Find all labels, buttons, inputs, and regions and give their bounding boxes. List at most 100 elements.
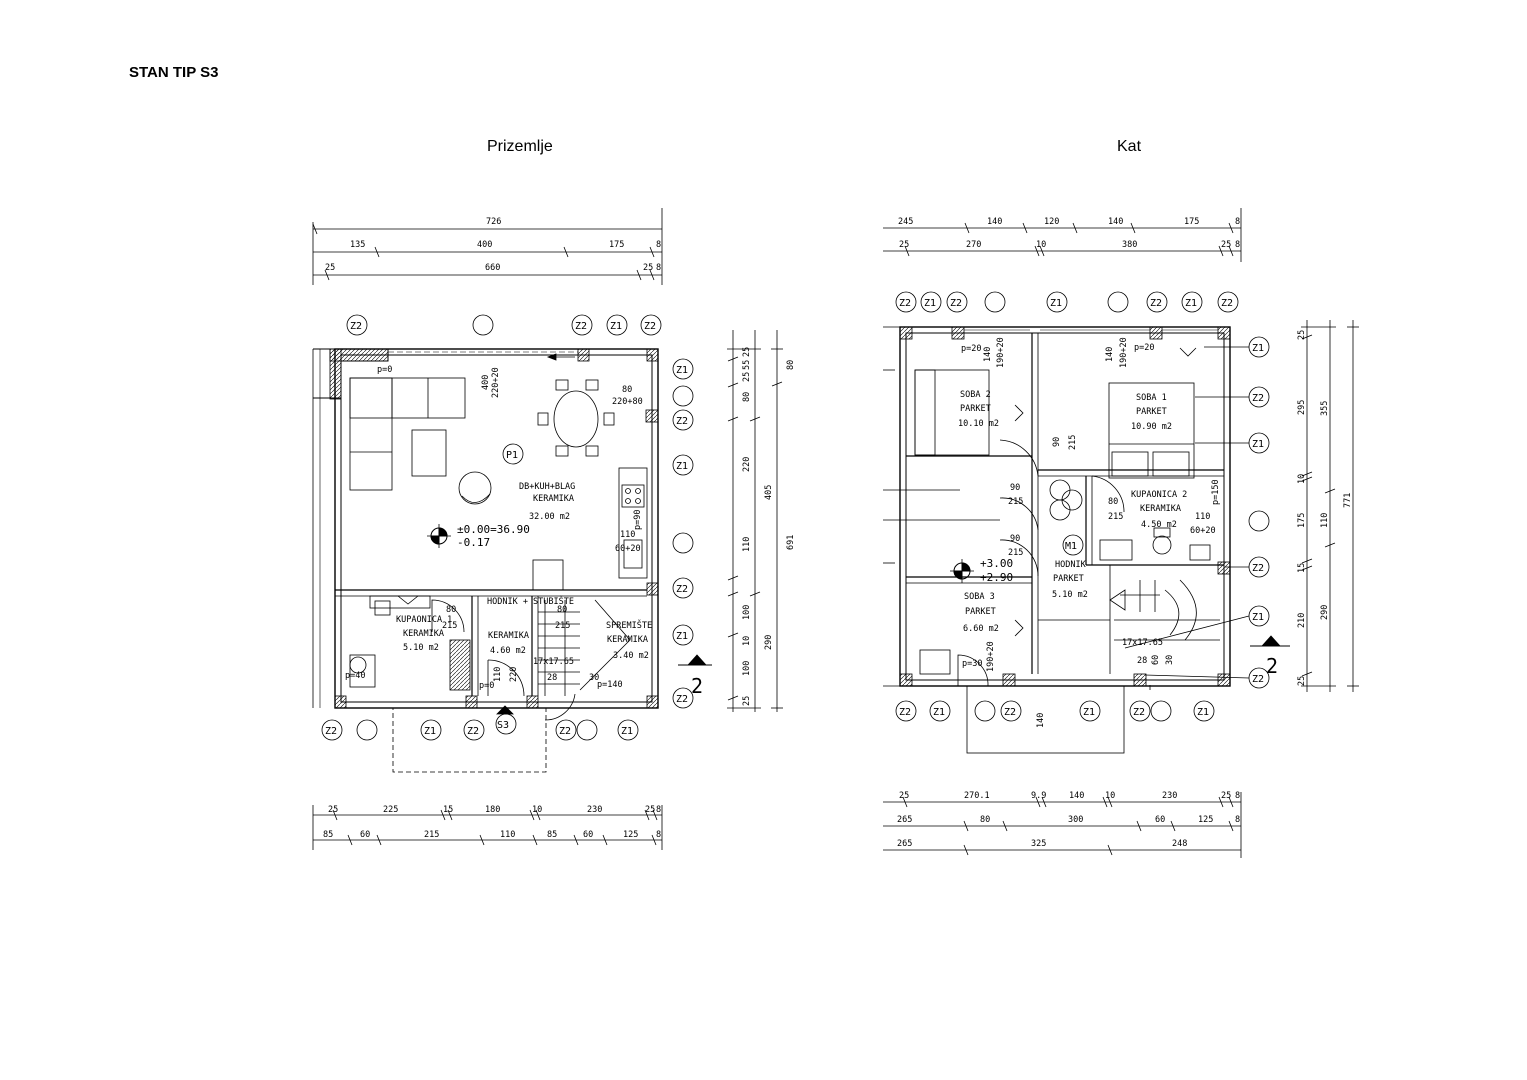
dim-label: 215 (424, 830, 439, 840)
dim-label: 405 (764, 485, 774, 500)
annotation: 220 (509, 667, 519, 682)
dim-label: 175 (609, 240, 624, 250)
room-name: SPREMIŠTE (606, 619, 652, 631)
ground-dims-bottom (312, 805, 663, 850)
annotation: 110 (493, 667, 503, 682)
tag-z2: Z2 (676, 584, 688, 595)
annotation: 190+20 (986, 641, 996, 672)
annotation: 220+80 (612, 397, 643, 407)
dim-label: 175 (1184, 217, 1199, 227)
room-name: KUPAONICA 2 (1131, 490, 1187, 500)
dim-label: 25 (899, 240, 909, 250)
entrance-tag: S3 (497, 720, 509, 731)
ground-dims-bottom-text: 25 225 15 180 10 230 25 8 85 60 215 110 … (323, 805, 661, 840)
room-floor: KERAMIKA (607, 635, 648, 645)
ground-dims-right-text: 25 55 25 80 220 110 100 10 100 25 405 29… (742, 347, 796, 706)
dim-label: 25 (742, 347, 752, 357)
annotation: 60+20 (615, 544, 641, 554)
upper-tags-text: Z2 Z1 Z2 Z1 Z2 Z1 Z2 Z1 Z2 Z1 Z2 Z1 Z2 Z… (899, 298, 1278, 718)
annotation: 80 (622, 385, 632, 395)
room-name: SOBA 2 (960, 390, 991, 400)
tag-z2: Z2 (899, 707, 911, 718)
dim-label: 25 (742, 696, 752, 706)
dim-label: 25 (325, 263, 335, 273)
dim-label: 60 (583, 830, 593, 840)
dim-label: 8 (1235, 217, 1240, 227)
dim-label: 25 (1221, 791, 1231, 801)
upper-dims-right (1301, 320, 1359, 692)
dim-label: 125 (623, 830, 638, 840)
annotation: p=20 (1134, 343, 1154, 353)
annotation: p=90 (633, 510, 643, 530)
annotation: 215 (1108, 512, 1123, 522)
dim-label: 9.9 (1031, 791, 1046, 801)
annotation: 140 (1036, 713, 1046, 728)
ground-walls (312, 348, 659, 773)
room-name: DB+KUH+BLAG (519, 482, 575, 492)
annotation: 80 (446, 605, 456, 615)
room-area: 10.10 m2 (958, 419, 999, 429)
tag-z1: Z1 (1197, 707, 1209, 718)
annotation: p=40 (345, 671, 365, 681)
dim-label: 25 (1297, 330, 1307, 340)
upper-room-labels: SOBA 2 PARKET 10.10 m2 SOBA 1 PARKET 10.… (958, 337, 1221, 728)
dim-label: 100 (742, 605, 752, 620)
dim-label: 290 (1320, 605, 1330, 620)
dim-label: 80 (786, 360, 796, 370)
tag-z2: Z2 (467, 726, 479, 737)
dim-label: 8 (1235, 815, 1240, 825)
tag-z1: Z1 (676, 365, 688, 376)
tag-z1: Z1 (1252, 612, 1264, 623)
dim-label: 220 (742, 457, 752, 472)
tag-z2: Z2 (325, 726, 337, 737)
upper-tags (895, 291, 1290, 722)
annotation: 110 (620, 530, 635, 540)
annotation: 28 (1137, 656, 1147, 666)
room-floor: PARKET (965, 607, 996, 617)
annotation: 400 (481, 375, 491, 390)
tag-z2: Z2 (1252, 674, 1264, 685)
tag-z2: Z2 (1004, 707, 1016, 718)
section-mark: 2 (691, 674, 703, 698)
dim-label: 8 (656, 830, 661, 840)
ground-tags-text: Z2 Z2 Z1 Z2 Z1 Z2 Z1 Z2 Z1 Z2 Z2 Z1 Z2 Z… (325, 321, 703, 737)
tag-z2: Z2 (1133, 707, 1145, 718)
dim-label: 135 (350, 240, 365, 250)
ground-room-labels: DB+KUH+BLAG KERAMIKA 32.00 m2 ±0.00=36.9… (345, 365, 652, 691)
dim-label: 175 (1297, 513, 1307, 528)
annotation: 30 (1165, 655, 1175, 665)
dim-label: 25 (1221, 240, 1231, 250)
room-area: 10.90 m2 (1131, 422, 1172, 432)
room-area: 5.10 m2 (1052, 590, 1088, 600)
annotation: p=0 (377, 365, 392, 375)
level-sub: -0.17 (457, 536, 490, 549)
annotation: 28 (547, 673, 557, 683)
level-value: ±0.00=36.90 (457, 523, 530, 536)
dim-label: 25 (1297, 676, 1307, 686)
dim-label: 325 (1031, 839, 1046, 849)
ground-dims-right (727, 330, 783, 712)
room-area: 32.00 m2 (529, 512, 570, 522)
dim-label: 660 (485, 263, 500, 273)
section-mark: 2 (1266, 654, 1278, 678)
room-name: HODNIK + STUBIŠTE (487, 595, 574, 607)
tag-z1: Z1 (1185, 298, 1197, 309)
dim-label: 380 (1122, 240, 1137, 250)
tag-z2: Z2 (1221, 298, 1233, 309)
upper-dims-top-text: 245 140 120 140 175 8 25 270 10 380 25 8 (898, 217, 1240, 250)
annotation: 80 (557, 605, 567, 615)
room-floor: KERAMIKA (488, 631, 529, 641)
dim-label: 140 (1069, 791, 1084, 801)
tag-z2: Z2 (1150, 298, 1162, 309)
dim-label: 15 (1297, 563, 1307, 573)
annotation: p=30 (962, 659, 982, 669)
dim-label: 230 (587, 805, 602, 815)
dim-label: 8 (1235, 240, 1240, 250)
tag-z2: Z2 (644, 321, 656, 332)
dim-label: 691 (786, 535, 796, 550)
ground-stairs (538, 599, 631, 696)
tag-z2: Z2 (899, 298, 911, 309)
dim-label: 265 (897, 839, 912, 849)
annotation: 215 (442, 621, 457, 631)
room-floor: KERAMIKA (1140, 504, 1181, 514)
